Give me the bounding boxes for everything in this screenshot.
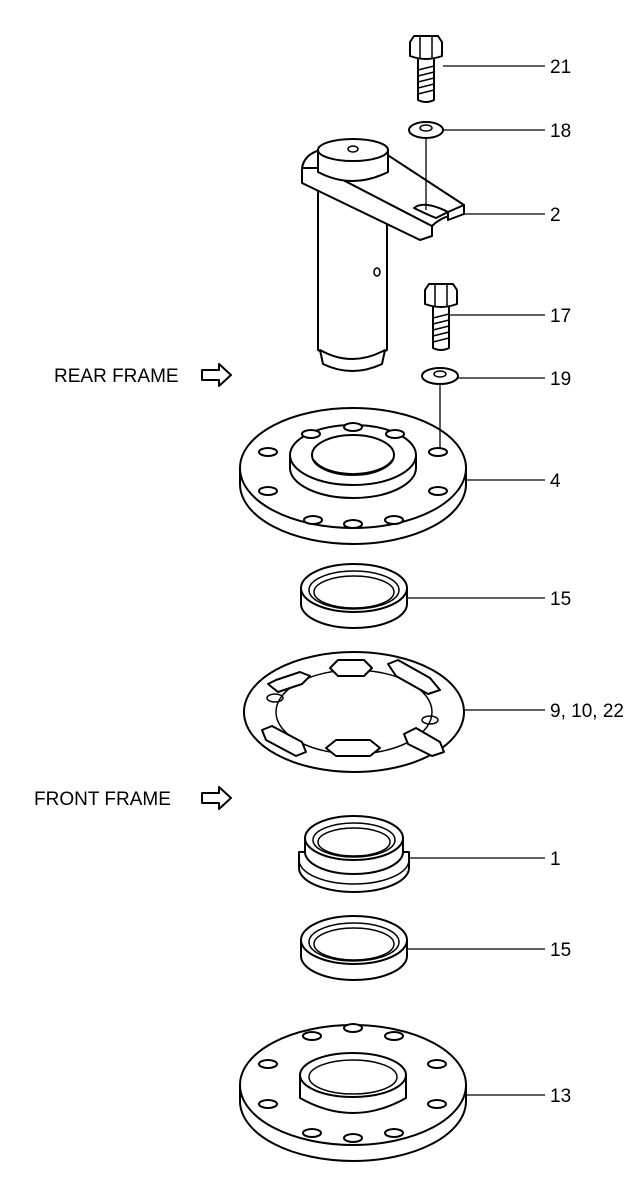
flange-13	[239, 1023, 467, 1162]
callout-21: 21	[550, 57, 571, 78]
front-frame-label: FRONT FRAME	[34, 789, 171, 810]
callout-17: 17	[550, 306, 571, 327]
callout-9-10-22: 9, 10, 22	[550, 701, 624, 722]
callout-4: 4	[550, 471, 561, 492]
callout-1: 1	[550, 849, 561, 870]
callout-15-upper: 15	[550, 589, 571, 610]
callout-15-lower: 15	[550, 940, 571, 961]
shim-9-10-22	[243, 651, 465, 773]
rear-frame-label: REAR FRAME	[54, 366, 179, 387]
callout-labels: 21 18 2 17 19 4 15 9, 10, 22 1 15 13	[550, 57, 624, 1107]
bolt-21	[409, 35, 443, 103]
callout-19: 19	[550, 369, 571, 390]
right-arrow-icon	[201, 363, 232, 387]
callout-2: 2	[550, 205, 561, 226]
bushing-1	[298, 815, 410, 893]
washer-18	[408, 121, 444, 139]
right-arrow-icon	[201, 786, 232, 810]
rear-frame-label-group: REAR FRAME	[54, 363, 232, 387]
flange-4	[239, 407, 467, 545]
callout-18: 18	[550, 121, 571, 142]
seal-15-lower	[300, 915, 408, 981]
washer-19	[421, 367, 459, 385]
callout-13: 13	[550, 1086, 571, 1107]
lock-pin-2	[301, 138, 465, 372]
seal-15-upper	[300, 563, 408, 629]
leader-lines	[407, 65, 545, 1096]
front-frame-label-group: FRONT FRAME	[34, 786, 232, 810]
bolt-17	[424, 283, 458, 351]
assembly-guide-lines	[425, 138, 441, 448]
